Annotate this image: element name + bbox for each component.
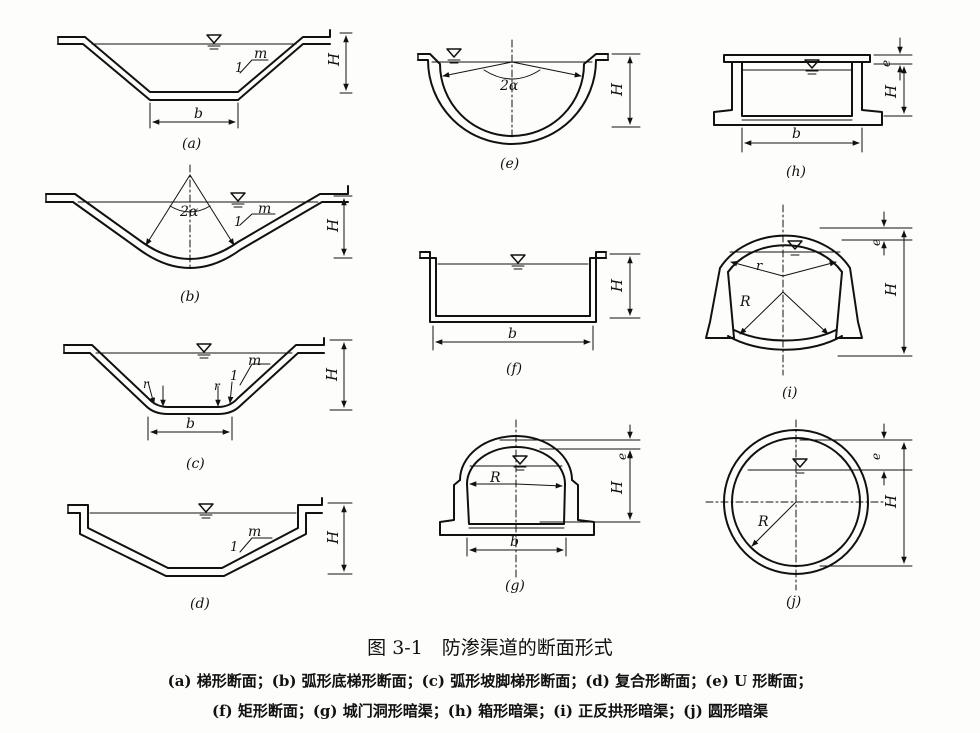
- tag-c: (c): [186, 456, 205, 472]
- label-f-H: H: [608, 278, 626, 293]
- label-b-alpha: 2α: [179, 204, 199, 220]
- tag-f: (f): [506, 361, 522, 377]
- label-c-r1: r: [143, 377, 150, 391]
- label-c-one: 1: [230, 369, 238, 384]
- label-a-H: H: [325, 52, 343, 67]
- label-f-b: b: [508, 326, 517, 342]
- section-j-circular-culvert: [705, 419, 913, 591]
- label-g-H: H: [608, 480, 626, 495]
- label-c-H: H: [323, 367, 341, 382]
- tag-i: (i): [782, 385, 797, 401]
- water-level-icon: [196, 343, 212, 359]
- tag-j: (j): [786, 594, 801, 610]
- label-a-one: 1: [235, 61, 243, 76]
- label-h-H: H: [882, 84, 900, 99]
- section-g-city-gate-culvert: [439, 419, 641, 581]
- water-level-icon: [206, 34, 222, 50]
- section-a-trapezoid: [57, 29, 353, 129]
- water-level-icon: [792, 458, 808, 474]
- label-e-alpha: 2α: [499, 78, 519, 94]
- label-h-b: b: [792, 126, 801, 142]
- label-g-b: b: [510, 534, 519, 550]
- section-c-arc-foot-trapezoid: [63, 337, 353, 441]
- water-level-icon: [787, 240, 803, 256]
- section-h-box-culvert: [713, 37, 913, 153]
- label-c-r2: r: [214, 379, 221, 393]
- label-i-e: e: [869, 239, 883, 246]
- figure-title: 图 3-1 防渗渠道的断面形式: [367, 637, 613, 659]
- label-c-b: b: [186, 416, 195, 432]
- water-level-icon: [512, 455, 528, 471]
- figure-caption-line-2: (f) 矩形断面；(g) 城门洞形暗渠；(h) 箱形暗渠；(i) 正反拱形暗渠；…: [211, 702, 769, 720]
- tag-h: (h): [786, 164, 806, 180]
- label-j-R: R: [757, 514, 769, 530]
- section-e-u-shape: [417, 39, 641, 145]
- label-j-e: e: [869, 453, 883, 460]
- tag-e: (e): [500, 156, 519, 172]
- label-j-H: H: [882, 494, 900, 509]
- water-level-icon: [230, 192, 246, 208]
- section-i-double-arch-culvert: [705, 204, 913, 376]
- label-b-H: H: [324, 218, 342, 233]
- label-a-b: b: [194, 106, 203, 122]
- tag-a: (a): [182, 136, 201, 152]
- label-g-R: R: [489, 470, 501, 486]
- water-level-icon: [510, 254, 526, 270]
- label-i-R: R: [739, 294, 751, 310]
- label-i-H: H: [882, 282, 900, 297]
- label-h-e: e: [879, 60, 893, 67]
- label-e-H: H: [608, 82, 626, 97]
- figure-caption-line-1: (a) 梯形断面；(b) 弧形底梯形断面；(c) 弧形坡脚梯形断面；(d) 复合…: [167, 672, 813, 690]
- label-b-m: m: [258, 201, 271, 217]
- water-level-icon: [446, 48, 462, 64]
- section-d-compound: [67, 497, 353, 577]
- water-level-icon: [198, 503, 214, 519]
- label-d-H: H: [324, 530, 342, 545]
- tag-g: (g): [505, 578, 525, 594]
- label-d-m: m: [248, 524, 261, 540]
- section-f-rectangle: [419, 251, 641, 351]
- label-g-e: e: [615, 453, 629, 460]
- section-b-arc-bottom-trapezoid: [45, 164, 353, 271]
- tag-b: (b): [180, 289, 200, 305]
- label-b-one: 1: [234, 215, 242, 230]
- tag-d: (d): [190, 596, 210, 612]
- label-c-m: m: [248, 353, 261, 369]
- label-i-r: r: [756, 259, 763, 274]
- label-d-one: 1: [230, 540, 238, 555]
- label-a-m: m: [254, 46, 267, 62]
